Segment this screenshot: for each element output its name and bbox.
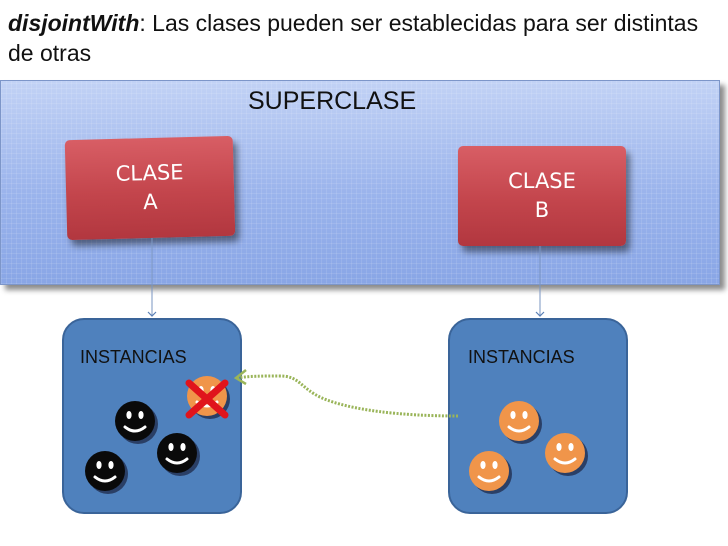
instances-b-label: INSTANCIAS [468,347,575,367]
heading-text: : Las clases pueden ser establecidas par… [8,10,699,66]
class-b-line1: CLASE [508,169,576,193]
smiley-face-icon [544,432,588,476]
smiley-face-icon [114,400,158,444]
smiley-face-icon [498,400,542,444]
red-x-icon [185,379,229,419]
class-a-line1: CLASE [115,160,184,186]
class-b-line2: B [534,198,550,222]
heading-keyword: disjointWith [8,10,140,36]
smiley-face-icon [156,432,200,476]
slide-heading: disjointWith: Las clases pueden ser esta… [8,8,720,68]
class-a-box: CLASE A [64,135,236,241]
migration-path [235,374,459,418]
superclass-label: SUPERCLASE [248,87,417,115]
class-b-box: CLASE B [458,146,626,246]
instances-a-label: INSTANCIAS [80,347,187,367]
smiley-face-icon [468,450,512,494]
class-a-line2: A [142,189,158,215]
smiley-face-icon [84,450,128,494]
